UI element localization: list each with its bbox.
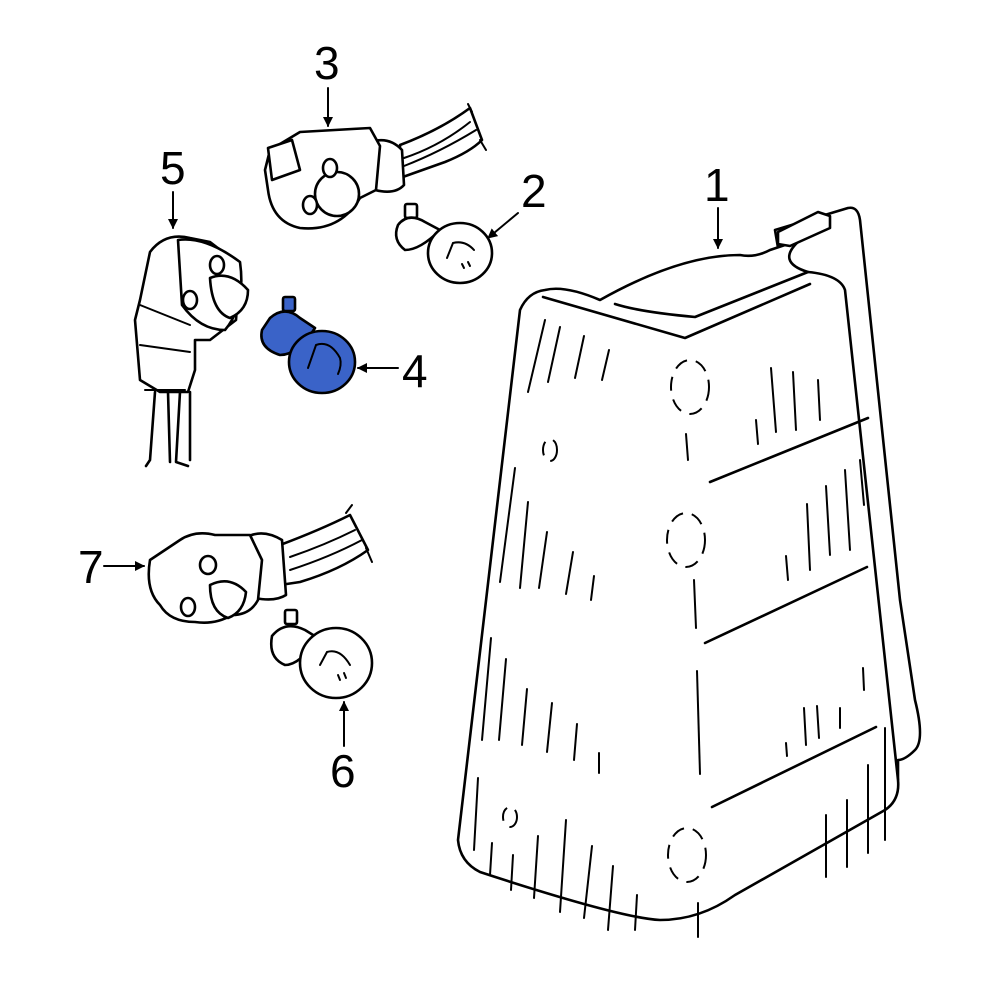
callout-6: 6 [330, 745, 356, 797]
bulb-part-6[interactable] [270, 608, 374, 700]
socket-part-7[interactable] [147, 504, 373, 624]
callout-7: 7 [78, 541, 104, 593]
callout-1: 1 [704, 159, 730, 211]
bulb-part-2[interactable] [394, 202, 494, 285]
socket-part-5[interactable] [133, 235, 250, 468]
callout-2: 2 [521, 165, 547, 217]
callout-4: 4 [402, 345, 428, 397]
socket-part-3[interactable] [263, 103, 487, 230]
callout-3: 3 [314, 37, 340, 89]
bulb-part-4-highlighted[interactable] [260, 295, 357, 395]
callout-arrows [103, 87, 723, 747]
lamp-assembly-part-1[interactable] [456, 206, 922, 938]
callout-5: 5 [160, 142, 186, 194]
